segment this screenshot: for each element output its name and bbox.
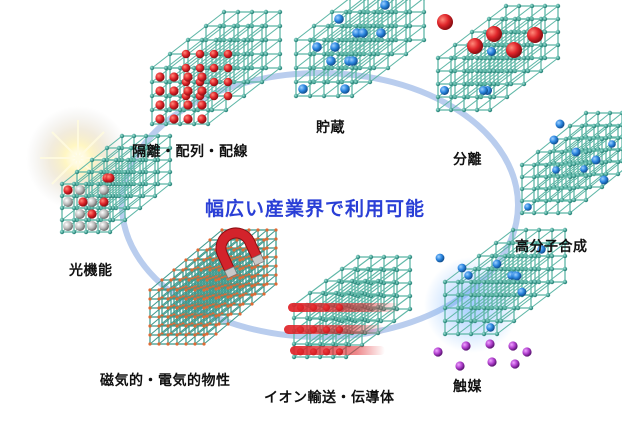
gray-guest-molecule bbox=[75, 221, 85, 231]
red-guest-molecule bbox=[155, 114, 164, 123]
blue-guest-molecule bbox=[580, 165, 588, 173]
label-ion-transport: イオン輸送・伝導体 bbox=[264, 387, 395, 407]
red-guest-molecule bbox=[155, 100, 164, 109]
product-molecule bbox=[522, 347, 531, 356]
blue-guest-molecule bbox=[348, 56, 358, 66]
red-guest-molecule bbox=[210, 64, 219, 73]
red-guest-molecule bbox=[169, 72, 178, 81]
red-guest-molecule bbox=[197, 72, 206, 81]
reactant-molecule bbox=[513, 272, 522, 281]
blue-guest-molecule bbox=[464, 271, 472, 279]
monomer-molecule bbox=[572, 148, 581, 157]
product-molecule bbox=[461, 341, 470, 350]
blue-guest-molecule bbox=[334, 14, 344, 24]
red-guest-molecule bbox=[182, 64, 191, 73]
gray-guest-molecule bbox=[63, 197, 73, 207]
red-guest-molecule bbox=[196, 64, 205, 73]
monomer-molecule bbox=[550, 136, 559, 145]
blue-guest-molecule bbox=[487, 47, 496, 56]
red-guest-molecule bbox=[197, 114, 206, 123]
red-guest-molecule bbox=[182, 50, 191, 59]
red-guest-molecule bbox=[169, 114, 178, 123]
gray-guest-molecule bbox=[75, 209, 85, 219]
label-catalyst: 触媒 bbox=[453, 376, 482, 396]
label-magnetic-electric: 磁気的・電気的物性 bbox=[100, 370, 231, 390]
label-storage: 貯蔵 bbox=[316, 117, 345, 137]
gray-guest-molecule bbox=[99, 185, 109, 195]
red-gas-molecule bbox=[467, 38, 483, 54]
blue-guest-molecule bbox=[380, 0, 390, 10]
blue-guest-molecule bbox=[330, 42, 340, 52]
red-guest-molecule bbox=[210, 78, 219, 87]
reactant-molecule bbox=[518, 288, 527, 297]
reactant-molecule bbox=[436, 254, 445, 263]
label-optical: 光機能 bbox=[69, 260, 113, 280]
red-guest-molecule bbox=[224, 64, 233, 73]
reactant-molecule bbox=[458, 264, 467, 273]
red-guest-molecule bbox=[105, 173, 114, 182]
red-gas-molecule bbox=[486, 26, 502, 42]
monomer-molecule bbox=[600, 176, 609, 185]
red-guest-molecule bbox=[155, 86, 164, 95]
monomer-molecule bbox=[556, 120, 565, 129]
blue-guest-molecule bbox=[552, 166, 560, 174]
red-gas-molecule bbox=[506, 42, 522, 58]
red-guest-molecule bbox=[99, 197, 108, 206]
red-guest-molecule bbox=[63, 185, 72, 194]
red-guest-molecule bbox=[78, 197, 87, 206]
red-guest-molecule bbox=[183, 114, 192, 123]
red-guest-molecule bbox=[197, 100, 206, 109]
blue-guest-molecule bbox=[376, 28, 386, 38]
product-molecule bbox=[487, 357, 496, 366]
gray-guest-molecule bbox=[63, 221, 73, 231]
red-guest-molecule bbox=[210, 50, 219, 59]
product-molecule bbox=[485, 339, 494, 348]
red-guest-molecule bbox=[196, 50, 205, 59]
ion-streaks bbox=[284, 303, 400, 355]
red-guest-molecule bbox=[169, 86, 178, 95]
red-guest-molecule bbox=[155, 72, 164, 81]
gray-guest-molecule bbox=[87, 197, 97, 207]
label-isolation-arrangement: 隔離・配列・配線 bbox=[132, 141, 248, 161]
red-gas-molecule bbox=[437, 14, 453, 30]
blue-guest-molecule bbox=[524, 203, 532, 211]
red-guest-molecule bbox=[183, 72, 192, 81]
label-separation: 分離 bbox=[453, 149, 482, 169]
red-guest-molecule bbox=[224, 78, 233, 87]
blue-guest-molecule bbox=[340, 84, 350, 94]
product-molecule bbox=[433, 347, 442, 356]
monomer-molecule bbox=[592, 156, 601, 165]
blue-guest-molecule bbox=[358, 28, 368, 38]
gray-guest-molecule bbox=[99, 209, 109, 219]
blue-guest-molecule bbox=[298, 84, 308, 94]
red-guest-molecule bbox=[183, 86, 192, 95]
gray-guest-molecule bbox=[75, 185, 85, 195]
product-molecule bbox=[510, 359, 519, 368]
framework-cube-separation bbox=[436, 4, 560, 112]
red-guest-molecule bbox=[224, 50, 233, 59]
red-guest-molecule bbox=[224, 92, 233, 101]
red-guest-molecule bbox=[197, 86, 206, 95]
red-guest-molecule bbox=[210, 92, 219, 101]
red-gas-molecule bbox=[527, 27, 543, 43]
product-molecule bbox=[508, 341, 517, 350]
red-guest-molecule bbox=[87, 209, 96, 218]
red-guest-molecule bbox=[169, 100, 178, 109]
red-guest-molecule bbox=[183, 100, 192, 109]
blue-guest-molecule bbox=[440, 86, 449, 95]
reactant-molecule bbox=[493, 260, 502, 269]
blue-guest-molecule bbox=[608, 140, 616, 148]
label-polymer-synthesis: 高分子合成 bbox=[515, 236, 588, 256]
gray-guest-molecule bbox=[87, 221, 97, 231]
blue-guest-molecule bbox=[479, 86, 488, 95]
blue-guest-molecule bbox=[312, 42, 322, 52]
center-title: 幅広い産業界で利用可能 bbox=[205, 194, 425, 221]
product-molecule bbox=[455, 361, 464, 370]
blue-guest-molecule bbox=[326, 56, 336, 66]
framework-cube-polymer bbox=[520, 111, 622, 215]
gray-guest-molecule bbox=[99, 221, 109, 231]
blue-guest-molecule bbox=[486, 323, 494, 331]
